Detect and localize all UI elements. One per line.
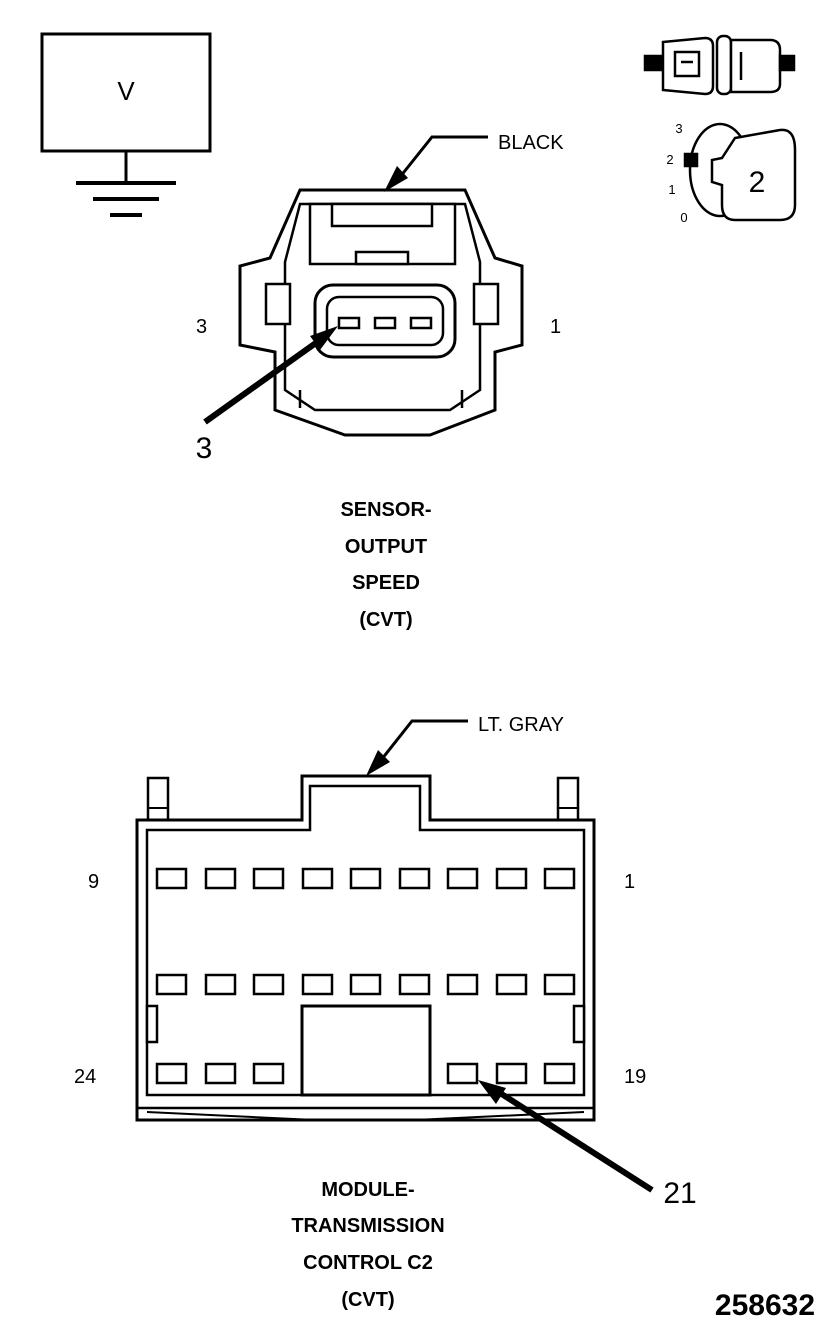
module-pin-12 <box>446 973 479 996</box>
sensor-callout-leader <box>203 326 338 425</box>
module-pin-20 <box>495 1062 528 1085</box>
ignition-position-3: 3 <box>675 121 682 136</box>
sensor-caption-line-3: SPEED <box>352 572 420 594</box>
sensor-caption-line-2: OUTPUT <box>345 536 427 558</box>
module-pin-top-left-label: 9 <box>88 871 99 893</box>
module-pin-21 <box>446 1062 479 1085</box>
sensor-pin-2 <box>373 316 397 330</box>
sensor-callout-number: 3 <box>196 432 213 465</box>
module-pin-23 <box>204 1062 237 1085</box>
module-caption-line-3: CONTROL C2 <box>303 1252 433 1274</box>
sensor-connector-face <box>238 188 524 437</box>
module-pin-17 <box>204 973 237 996</box>
module-pin-9 <box>155 867 188 890</box>
module-pin-2 <box>495 867 528 890</box>
figure-number: 258632 <box>715 1289 815 1322</box>
module-pin-4 <box>398 867 431 890</box>
voltmeter-symbol: V <box>117 76 135 106</box>
module-pin-row-2 <box>155 973 576 996</box>
sensor-pin-left-label: 3 <box>196 316 207 338</box>
module-pin-1 <box>543 867 576 890</box>
module-connector-face <box>135 774 596 1122</box>
ignition-position-2: 2 <box>666 152 673 167</box>
ignition-position-0: 0 <box>680 210 687 225</box>
module-pin-24 <box>155 1062 188 1085</box>
sensor-color-leader <box>384 135 488 192</box>
module-pin-6 <box>301 867 334 890</box>
module-pin-row-1 <box>155 867 576 890</box>
module-color-leader <box>366 719 468 776</box>
module-pin-18 <box>155 973 188 996</box>
sensor-caption-line-4: (CVT) <box>359 609 412 631</box>
module-color-label: LT. GRAY <box>478 714 564 736</box>
sensor-caption-line-1: SENSOR- <box>340 499 431 521</box>
sensor-pin-3 <box>337 316 361 330</box>
module-pin-11 <box>495 973 528 996</box>
ignition-position-1: 1 <box>668 182 675 197</box>
module-pin-16 <box>252 973 285 996</box>
ignition-key-icon <box>683 122 797 222</box>
module-pin-bottom-left-label: 24 <box>74 1066 96 1088</box>
module-pin-bottom-right-label: 19 <box>624 1066 646 1088</box>
sensor-pin-1 <box>409 316 433 330</box>
sensor-color-label: BLACK <box>498 132 564 154</box>
module-pin-3 <box>446 867 479 890</box>
sensor-pin-right-label: 1 <box>550 316 561 338</box>
module-pin-top-right-label: 1 <box>624 871 635 893</box>
module-callout-number: 21 <box>663 1177 696 1210</box>
module-caption-line-1: MODULE- <box>321 1179 414 1201</box>
ignition-key-number: 2 <box>749 166 766 199</box>
module-pin-13 <box>398 973 431 996</box>
module-caption-line-2: TRANSMISSION <box>291 1215 444 1237</box>
module-pin-5 <box>349 867 382 890</box>
module-caption-line-4: (CVT) <box>341 1289 394 1311</box>
disconnected-connector-icon <box>643 34 796 96</box>
module-pin-15 <box>301 973 334 996</box>
module-pin-22 <box>252 1062 285 1085</box>
module-pin-8 <box>204 867 237 890</box>
module-pin-14 <box>349 973 382 996</box>
module-pin-10 <box>543 973 576 996</box>
module-callout-leader <box>478 1080 654 1193</box>
module-pin-7 <box>252 867 285 890</box>
module-pin-19 <box>543 1062 576 1085</box>
module-pin-row-3 <box>155 1062 576 1085</box>
voltmeter-icon <box>40 32 212 217</box>
